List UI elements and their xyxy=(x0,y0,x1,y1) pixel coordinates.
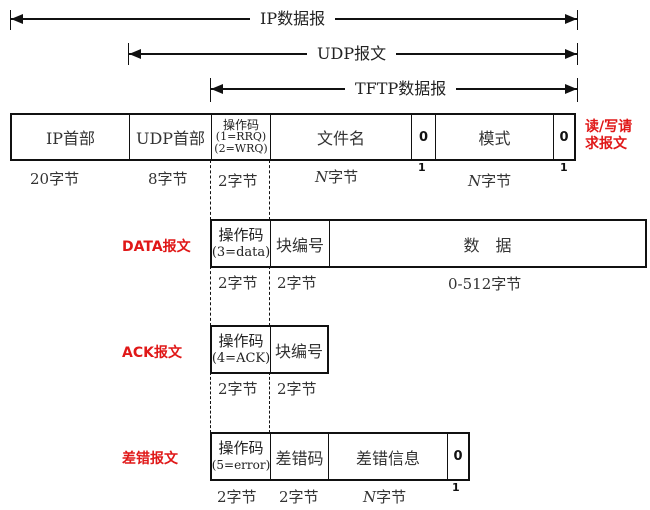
zero-terminator-field: 0 xyxy=(559,129,569,145)
block-number-size: 2字节 xyxy=(277,274,317,292)
arrow-right-icon xyxy=(565,84,577,94)
opcode-dashed-guide-left-2 xyxy=(210,266,211,326)
data-size: 0-512字节 xyxy=(448,275,522,293)
udp-header-field: UDP首部 xyxy=(130,115,212,159)
opcode-value-wrq: (2=WRQ) xyxy=(214,142,268,155)
opcode-size: 2字节 xyxy=(218,274,258,292)
mode-size-n: N xyxy=(468,172,482,190)
ip-datagram-label: IP数据报 xyxy=(250,9,336,29)
ip-header-size: 20字节 xyxy=(30,170,80,188)
udp-header-size: 8字节 xyxy=(148,170,188,188)
error-code-field: 差错码 xyxy=(271,434,329,479)
opcode-title: 操作码 xyxy=(218,225,264,244)
filename-size-n: N xyxy=(315,168,329,186)
zero-terminator-field: 0 xyxy=(453,449,463,464)
ip-arrow-left-tick xyxy=(10,10,11,30)
opcode-dashed-guide-left-3 xyxy=(210,372,211,433)
opcode-field: 操作码 (1=RRQ) (2=WRQ) xyxy=(212,115,271,159)
ack-message-label: ACK报文 xyxy=(122,345,182,361)
arrow-left-icon xyxy=(129,49,141,59)
opcode-size: 2字节 xyxy=(218,380,258,398)
block-number-field: 块编号 xyxy=(271,221,330,266)
error-code-size: 2字节 xyxy=(279,488,319,506)
tftp-arrow-left-tick xyxy=(210,78,211,102)
zero-terminator-size: 1 xyxy=(452,481,460,494)
filename-size-unit: 字节 xyxy=(328,168,359,186)
block-number-field: 块编号 xyxy=(274,341,323,361)
arrow-left-icon xyxy=(211,84,223,94)
opcode-value-rrq: (1=RRQ) xyxy=(215,130,267,143)
udp-arrow-right-tick xyxy=(577,43,578,65)
error-packet: 操作码 (5=error) 差错码 差错信息 0 xyxy=(210,432,470,481)
error-info-size: N字节 xyxy=(363,486,406,507)
mode-field: 模式 xyxy=(436,115,554,159)
filename-size: N字节 xyxy=(315,166,358,187)
zero-terminator-field: 0 xyxy=(412,115,436,159)
udp-arrow-left-tick xyxy=(128,43,129,65)
tftp-arrow-right-tick xyxy=(577,78,578,102)
ip-header-field: IP首部 xyxy=(12,115,130,159)
rrq-wrq-label-line1: 读/写请 xyxy=(585,119,633,135)
opcode-title: 操作码 xyxy=(218,331,264,350)
opcode-value: (3=data) xyxy=(211,244,271,260)
ack-packet: 操作码 (4=ACK) 块编号 xyxy=(210,325,329,374)
opcode-title: 操作码 xyxy=(222,118,259,132)
error-message-label: 差错报文 xyxy=(122,451,178,467)
opcode-field: 操作码 (3=data) xyxy=(212,221,271,266)
opcode-size: 2字节 xyxy=(217,488,257,506)
opcode-field: 操作码 (5=error) xyxy=(212,434,271,479)
error-info-field: 差错信息 xyxy=(329,434,448,479)
rrq-wrq-label: 读/写请 求报文 xyxy=(585,119,632,153)
data-message-label: DATA报文 xyxy=(122,239,191,255)
opcode-dashed-guide-right-1 xyxy=(269,160,270,220)
error-info-size-n: N xyxy=(363,488,377,506)
mode-size-unit: 字节 xyxy=(481,172,512,190)
opcode-field: 操作码 (4=ACK) xyxy=(212,327,271,372)
opcode-size: 2字节 xyxy=(218,172,258,190)
arrow-left-icon xyxy=(11,14,23,24)
opcode-title: 操作码 xyxy=(218,438,264,457)
opcode-dashed-guide-right-3 xyxy=(269,372,270,433)
opcode-value: (4=ACK) xyxy=(211,350,271,366)
ip-arrow-right-tick xyxy=(577,10,578,30)
mode-size: N字节 xyxy=(468,170,511,191)
opcode-dashed-guide-left-1 xyxy=(210,160,211,220)
rrq-wrq-label-line2: 求报文 xyxy=(585,136,627,152)
block-number-size: 2字节 xyxy=(277,380,317,398)
filename-field: 文件名 xyxy=(271,115,412,159)
arrow-right-icon xyxy=(565,14,577,24)
zero-terminator-size: 1 xyxy=(560,161,568,174)
arrow-right-icon xyxy=(565,49,577,59)
zero-terminator-size: 1 xyxy=(418,161,426,174)
data-field: 数 据 xyxy=(463,235,512,255)
error-info-size-unit: 字节 xyxy=(376,488,407,506)
opcode-value: (5=error) xyxy=(211,457,271,472)
tftp-datagram-label: TFTP数据报 xyxy=(345,79,457,99)
opcode-dashed-guide-right-2 xyxy=(269,266,270,326)
udp-message-label: UDP报文 xyxy=(307,44,397,64)
rrq-wrq-packet: IP首部 UDP首部 操作码 (1=RRQ) (2=WRQ) 文件名 0 模式 … xyxy=(10,113,576,161)
data-packet: 操作码 (3=data) 块编号 数 据 xyxy=(210,219,647,268)
